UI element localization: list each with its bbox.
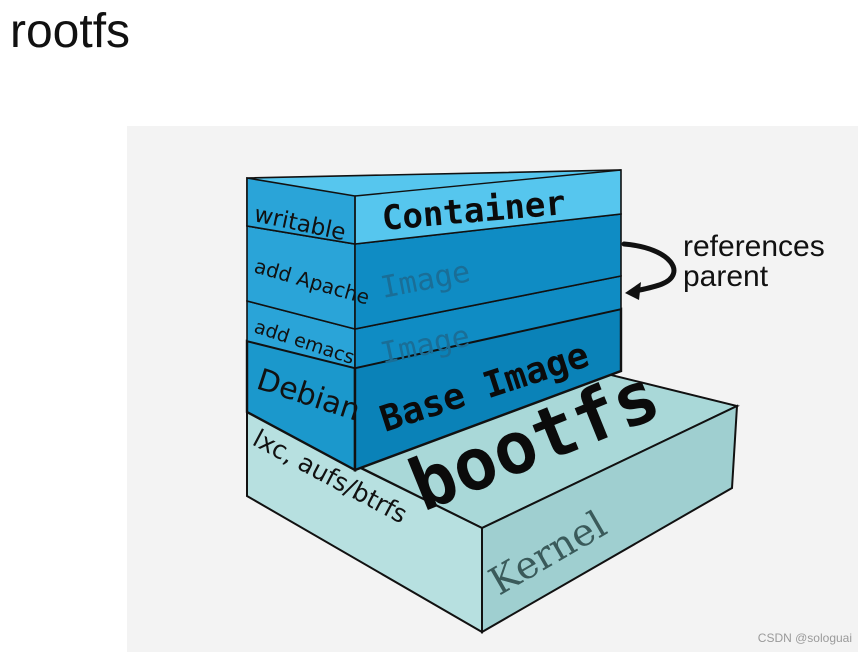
watermark: CSDN @sologuai — [757, 631, 852, 645]
slide-title: rootfs — [10, 5, 131, 58]
container-layer — [246, 169, 622, 245]
rootfs-diagram: writable add Apache add emacs Debian lxc… — [127, 126, 858, 652]
references-label: references — [683, 230, 825, 263]
kernel-left-face — [246, 410, 483, 634]
kernel-layer — [246, 369, 740, 634]
references-parent-arrow — [621, 241, 677, 300]
apache-layer — [246, 213, 622, 331]
parent-label: parent — [683, 260, 769, 293]
layer-stack-diagram: writable add Apache add emacs Debian lxc… — [245, 169, 825, 634]
